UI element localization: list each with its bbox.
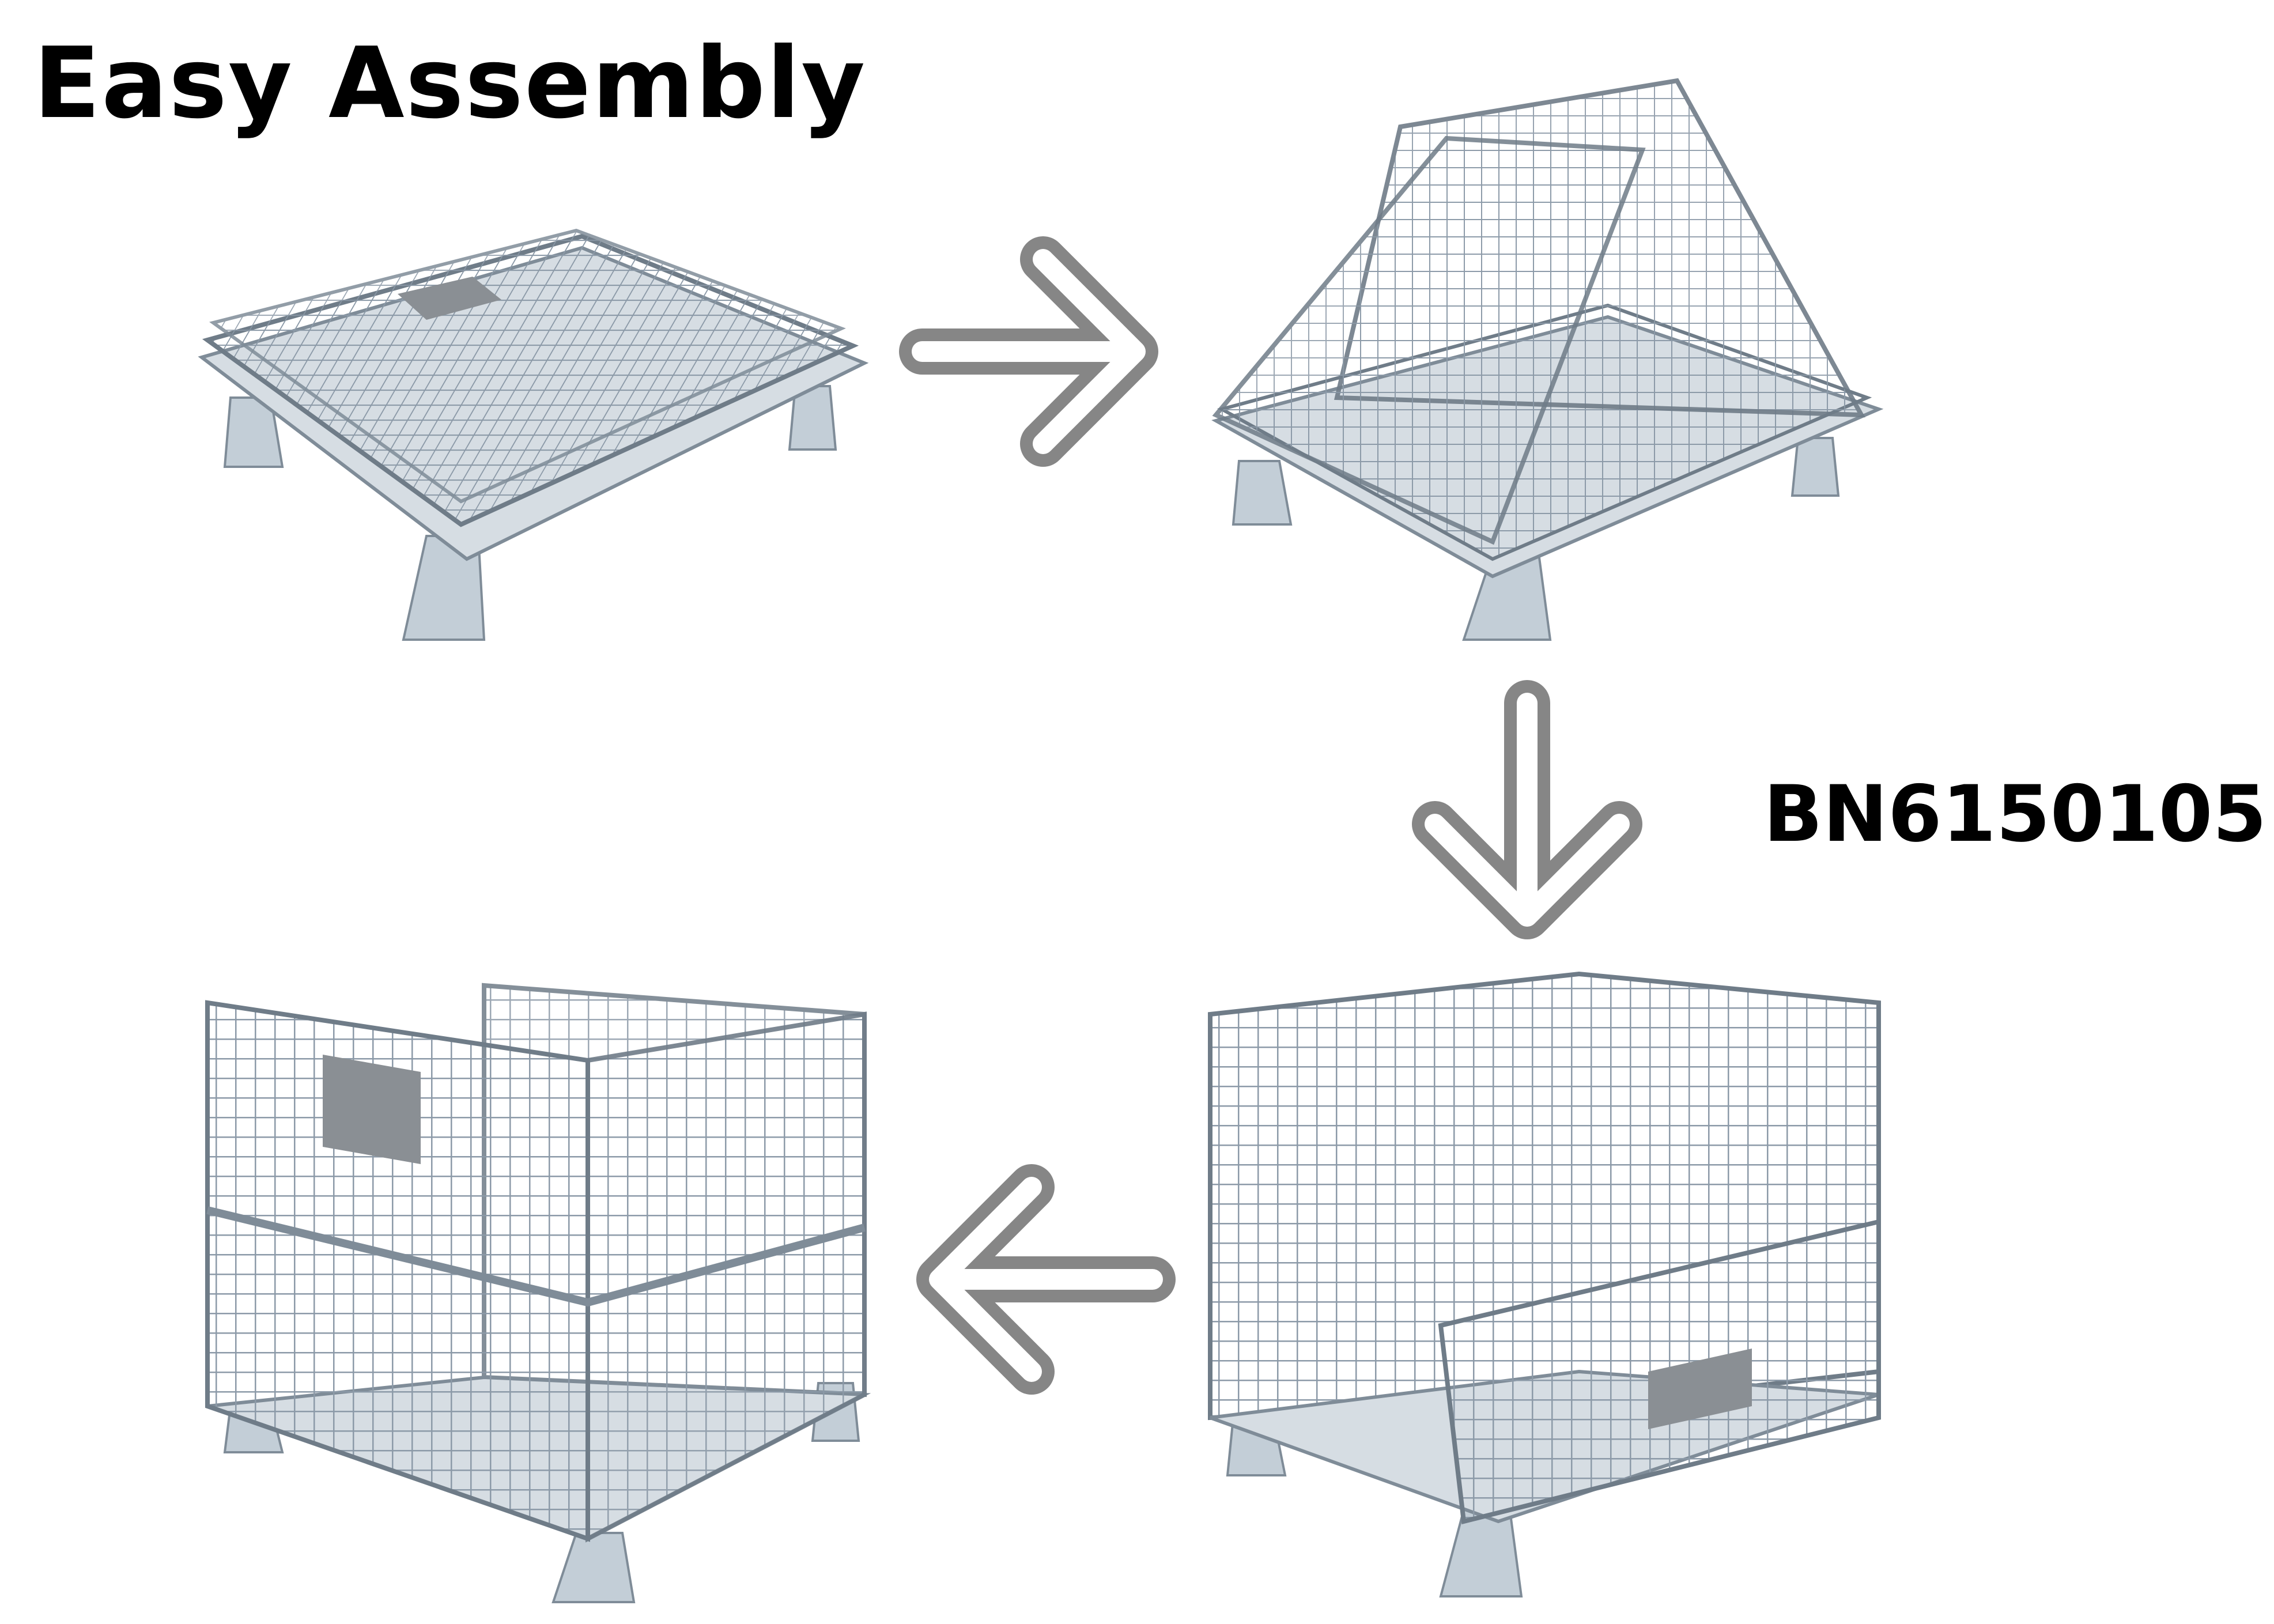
step-unfolding-cage — [1204, 46, 1896, 651]
folded-cage-icon — [198, 228, 869, 641]
step-folded-cage — [190, 225, 882, 663]
arrow-down — [1406, 680, 1648, 951]
arrow-down-icon — [1412, 680, 1642, 939]
arrow-right-icon — [899, 236, 1158, 467]
unfolding-cage-icon — [1211, 78, 1884, 641]
half-open-cage-icon — [1208, 971, 1881, 1597]
model-code: BN6150105 — [1763, 769, 2267, 859]
arrow-left — [905, 1158, 1176, 1400]
assembled-cage-icon — [205, 983, 871, 1603]
arrow-right — [899, 231, 1170, 473]
step-half-open-cage — [1199, 968, 1890, 1608]
arrow-left-icon — [916, 1164, 1176, 1395]
page-title: Easy Assembly — [33, 27, 867, 141]
step-assembled-cage — [196, 980, 887, 1608]
